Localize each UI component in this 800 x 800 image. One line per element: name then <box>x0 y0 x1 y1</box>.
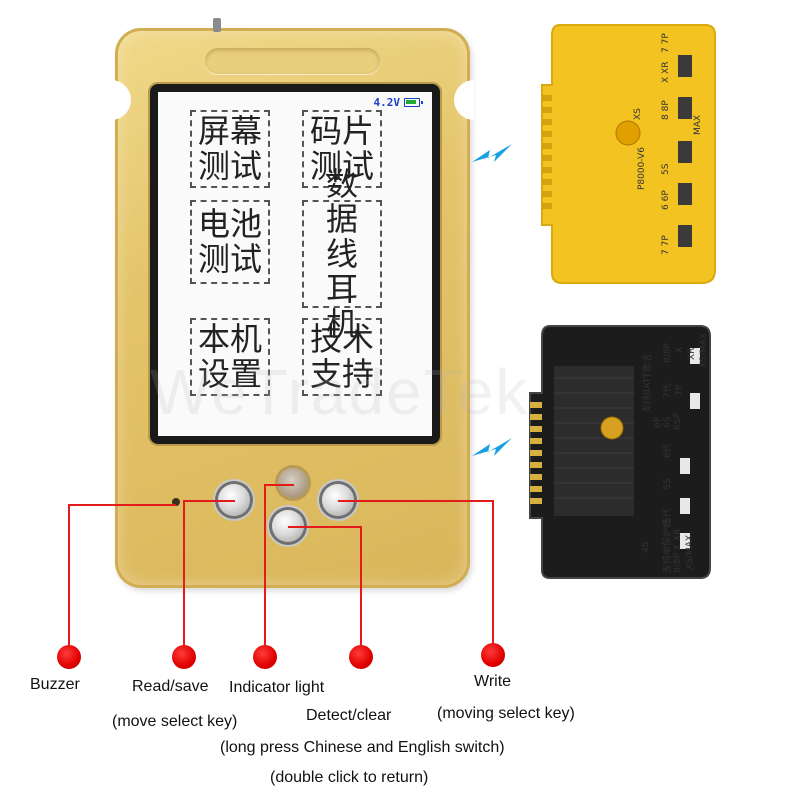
read-save-leader-h <box>183 500 235 502</box>
black-board-title: 支持BATT激活 <box>641 355 653 413</box>
menu-label: 本机设置 <box>197 320 262 393</box>
battery-icon <box>404 98 423 107</box>
menu-tech-support[interactable]: 技术支持 <box>302 318 382 396</box>
black-board-label: 7代 <box>662 383 673 398</box>
lcd-screen: 4.2V 屏幕测试 码片测试 电池测试 数据线耳机 本机设置 技术支持 <box>158 92 432 436</box>
indicator-light-label: Indicator light <box>229 679 325 696</box>
menu-label: 数据线耳机 <box>325 164 358 343</box>
write-leader-v <box>492 500 494 648</box>
black-board-label: X <box>675 347 685 353</box>
yellow-board-label: 7 7P <box>661 235 671 255</box>
yellow-board-label: X XR <box>661 62 671 83</box>
read-save-leader-v <box>183 500 185 650</box>
indicator-leader-v <box>264 484 266 650</box>
detect-leader-h <box>288 526 362 528</box>
yellow-board-label: 5S <box>661 163 671 175</box>
write-label: Write <box>474 673 512 690</box>
detect-clear-note-2: (double click to return) <box>270 769 429 786</box>
read-save-marker <box>172 645 196 669</box>
top-slot <box>205 48 380 74</box>
buzzer-leader-v <box>68 504 70 650</box>
menu-label: 码片测试 <box>309 112 374 185</box>
indicator-light <box>278 468 308 498</box>
menu-data-cable-earphone[interactable]: 数据线耳机 <box>302 166 382 341</box>
buzzer-label: Buzzer <box>30 676 80 693</box>
black-board-label: XS/MAX <box>685 535 695 570</box>
black-board-label: 4S <box>641 541 651 553</box>
read-save-label: Read/save <box>132 678 209 695</box>
yellow-board-model: P8000-V6 <box>637 147 647 190</box>
lightning-bolt-icon <box>472 144 512 162</box>
black-board-label: 5S <box>663 478 673 490</box>
yellow-adapter-board: P8000-V6 X XR 7 7P 8 8P MAX XS 6 6P 5S 7… <box>541 24 716 284</box>
yellow-board-label: MAX <box>693 115 703 135</box>
black-board-label: 6SP <box>673 413 683 430</box>
black-board-label: 8/8P X XR <box>673 529 683 573</box>
detect-clear-marker <box>349 645 373 669</box>
menu-screen-test[interactable]: 屏幕测试 <box>190 110 270 188</box>
indicator-marker <box>253 645 277 669</box>
yellow-board-label: 8 8P <box>661 100 671 120</box>
black-board-side-text: 支持单保护板 <box>661 519 673 573</box>
detect-leader-v <box>360 526 362 650</box>
menu-label: 电池测试 <box>197 205 262 278</box>
black-board-label: 6代 <box>662 443 673 458</box>
menu-device-settings[interactable]: 本机设置 <box>190 318 270 396</box>
device-notch-right <box>454 80 474 120</box>
buzzer-leader-h <box>68 504 176 506</box>
detect-clear-note-1: (long press Chinese and English switch) <box>220 739 505 756</box>
black-board-label: 5代 <box>662 508 673 523</box>
black-protection-board: 支持BATT激活 支持单保护板 8/8P X XR XS/MAX 7代 7P 6… <box>529 325 711 579</box>
yellow-board-label: 6 6P <box>661 190 671 210</box>
write-leader-h <box>338 500 494 502</box>
lightning-bolt-icon <box>472 438 512 456</box>
battery-voltage: 4.2V <box>373 96 401 109</box>
read-save-note: (move select key) <box>112 713 238 730</box>
yellow-board-label: XS <box>633 108 643 120</box>
black-board-label: 6S <box>663 416 673 428</box>
write-note: (moving select key) <box>437 705 575 722</box>
battery-status: 4.2V <box>373 96 423 109</box>
write-marker <box>481 643 505 667</box>
detect-clear-label: Detect/clear <box>306 707 392 724</box>
antenna-pin <box>213 18 221 32</box>
menu-label: 技术支持 <box>309 320 374 393</box>
black-board-label: 7P <box>675 384 685 396</box>
black-board-label: XR <box>687 348 697 360</box>
black-board-label: 6P <box>653 416 663 428</box>
indicator-leader-h <box>264 484 294 486</box>
device-notch-left <box>111 80 131 120</box>
menu-battery-test[interactable]: 电池测试 <box>190 200 270 284</box>
menu-label: 屏幕测试 <box>197 112 262 185</box>
black-board-label: XS/MAX <box>699 333 709 368</box>
black-board-label: 8/8P <box>663 343 673 363</box>
menu-code-chip-test[interactable]: 码片测试 <box>302 110 382 188</box>
buzzer-hole <box>172 498 180 506</box>
yellow-board-label: 7 7P <box>661 33 671 53</box>
buzzer-marker <box>57 645 81 669</box>
